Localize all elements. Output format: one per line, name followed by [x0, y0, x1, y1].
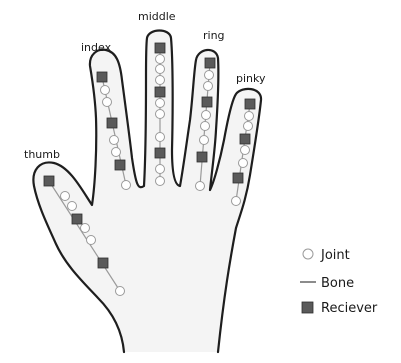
legend-receiver-icon: [302, 302, 313, 313]
thumb-joint: [116, 287, 125, 296]
middle-joint: [156, 133, 165, 142]
legend: Joint Bone Reciever: [300, 248, 378, 316]
legend-joint-icon: [303, 249, 313, 259]
index-receiver: [107, 118, 117, 128]
index-receiver: [115, 160, 125, 170]
middle-joint: [156, 99, 165, 108]
legend-joint-label: Joint: [320, 248, 350, 263]
index-joint: [122, 181, 131, 190]
pinky-joint: [239, 159, 248, 168]
ring-joint: [201, 122, 210, 131]
ring-joint: [202, 111, 211, 120]
pinky-joint: [245, 112, 254, 121]
middle-label: middle: [138, 10, 176, 23]
middle-joint: [156, 165, 165, 174]
ring-joint: [205, 71, 214, 80]
index-joint: [110, 136, 119, 145]
middle-receiver: [155, 148, 165, 158]
legend-receiver-label: Reciever: [321, 301, 378, 316]
middle-joint: [156, 76, 165, 85]
pinky-receiver: [233, 173, 243, 183]
thumb-label: thumb: [24, 148, 60, 161]
pinky-receiver: [240, 134, 250, 144]
ring-receiver: [205, 58, 215, 68]
index-receiver: [97, 72, 107, 82]
middle-joint: [156, 110, 165, 119]
thumb-joint: [87, 236, 96, 245]
middle-receiver: [155, 43, 165, 53]
thumb-receiver: [72, 214, 82, 224]
thumb-joint: [68, 202, 77, 211]
thumb-joint: [81, 224, 90, 233]
thumb-receiver: [44, 176, 54, 186]
index-label: index: [81, 41, 112, 54]
pinky-label: pinky: [236, 72, 266, 85]
middle-joint: [156, 55, 165, 64]
ring-receiver: [202, 97, 212, 107]
index-joint: [101, 86, 110, 95]
legend-bone-label: Bone: [321, 276, 354, 291]
index-joint: [112, 148, 121, 157]
middle-joint: [156, 65, 165, 74]
index-joint: [103, 98, 112, 107]
pinky-joint: [241, 146, 250, 155]
ring-joint: [200, 136, 209, 145]
pinky-receiver: [245, 99, 255, 109]
ring-receiver: [197, 152, 207, 162]
thumb-joint: [61, 192, 70, 201]
ring-joint: [204, 82, 213, 91]
middle-joint: [156, 177, 165, 186]
hand-outline: [33, 31, 261, 353]
pinky-joint: [232, 197, 241, 206]
thumb-receiver: [98, 258, 108, 268]
pinky-joint: [244, 122, 253, 131]
ring-joint: [196, 182, 205, 191]
ring-label: ring: [203, 29, 225, 42]
middle-receiver: [155, 87, 165, 97]
